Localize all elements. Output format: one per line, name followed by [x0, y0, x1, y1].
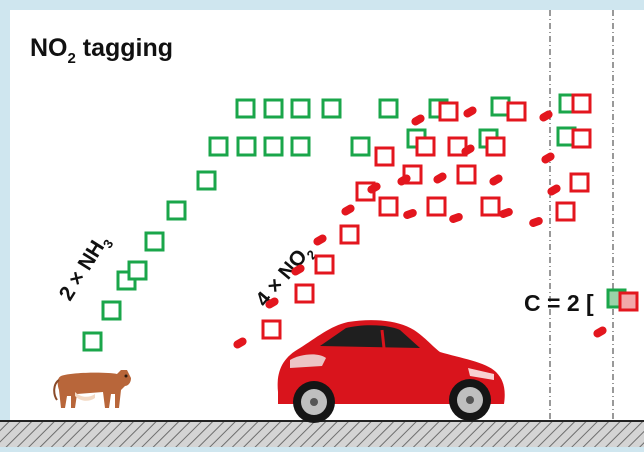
no2-square	[378, 196, 399, 217]
nh3-square	[208, 136, 229, 157]
tagged-square-red	[618, 291, 639, 312]
no2-pellet	[449, 212, 463, 224]
no2-square	[480, 196, 501, 217]
no2-square	[426, 196, 447, 217]
no2-pellet	[489, 174, 503, 186]
no2-pellet	[547, 184, 561, 196]
no2-square	[506, 101, 527, 122]
no2-square	[339, 224, 360, 245]
no2-square	[571, 128, 592, 149]
car-illustration	[277, 320, 505, 423]
no2-square	[438, 101, 459, 122]
no2-pellet	[463, 106, 477, 118]
no2-pellet	[461, 144, 475, 156]
nh3-square	[127, 260, 148, 281]
no2-pellet	[593, 326, 607, 338]
no2-pellet	[265, 297, 279, 309]
no2-pellet	[341, 204, 355, 216]
nh3-square	[490, 96, 511, 117]
no2-pellet	[499, 207, 513, 219]
no2-pellet	[291, 264, 305, 276]
no2-pellet	[397, 174, 411, 186]
no2-square	[456, 164, 477, 185]
nh3-square	[82, 331, 103, 352]
no2-pellet	[403, 208, 417, 220]
nh3-square	[321, 98, 342, 119]
nh3-square	[290, 98, 311, 119]
nh3-square	[290, 136, 311, 157]
no2-square	[485, 136, 506, 157]
diagram-title: NO2 tagging	[30, 34, 173, 67]
no2-square	[374, 146, 395, 167]
nh3-square	[350, 136, 371, 157]
cow-illustration	[53, 370, 131, 408]
no2-square	[571, 93, 592, 114]
no2-square	[555, 201, 576, 222]
no2-pellet	[529, 216, 543, 228]
nh3-square	[196, 170, 217, 191]
no2-pellet	[433, 172, 447, 184]
nh3-square	[263, 98, 284, 119]
nh3-square	[235, 98, 256, 119]
no2-pellet	[411, 114, 425, 126]
no2-pellet	[367, 182, 381, 194]
nh3-square	[236, 136, 257, 157]
nh3-square	[101, 300, 122, 321]
constant-label: C = 2 [	[524, 290, 594, 316]
nh3-square	[144, 231, 165, 252]
tag-trajectories	[82, 93, 639, 352]
ground-hatch	[0, 421, 644, 447]
nh3-square	[166, 200, 187, 221]
no2-pellet	[233, 337, 247, 349]
no2-square	[415, 136, 436, 157]
nh3-square	[263, 136, 284, 157]
nh3-square	[378, 98, 399, 119]
no2-square	[294, 283, 315, 304]
no2-pellet	[539, 110, 553, 122]
no2-square	[261, 319, 282, 340]
no2-square	[314, 254, 335, 275]
no2-square	[569, 172, 590, 193]
no2-pellet	[313, 234, 327, 246]
no2-pellet	[541, 152, 555, 164]
